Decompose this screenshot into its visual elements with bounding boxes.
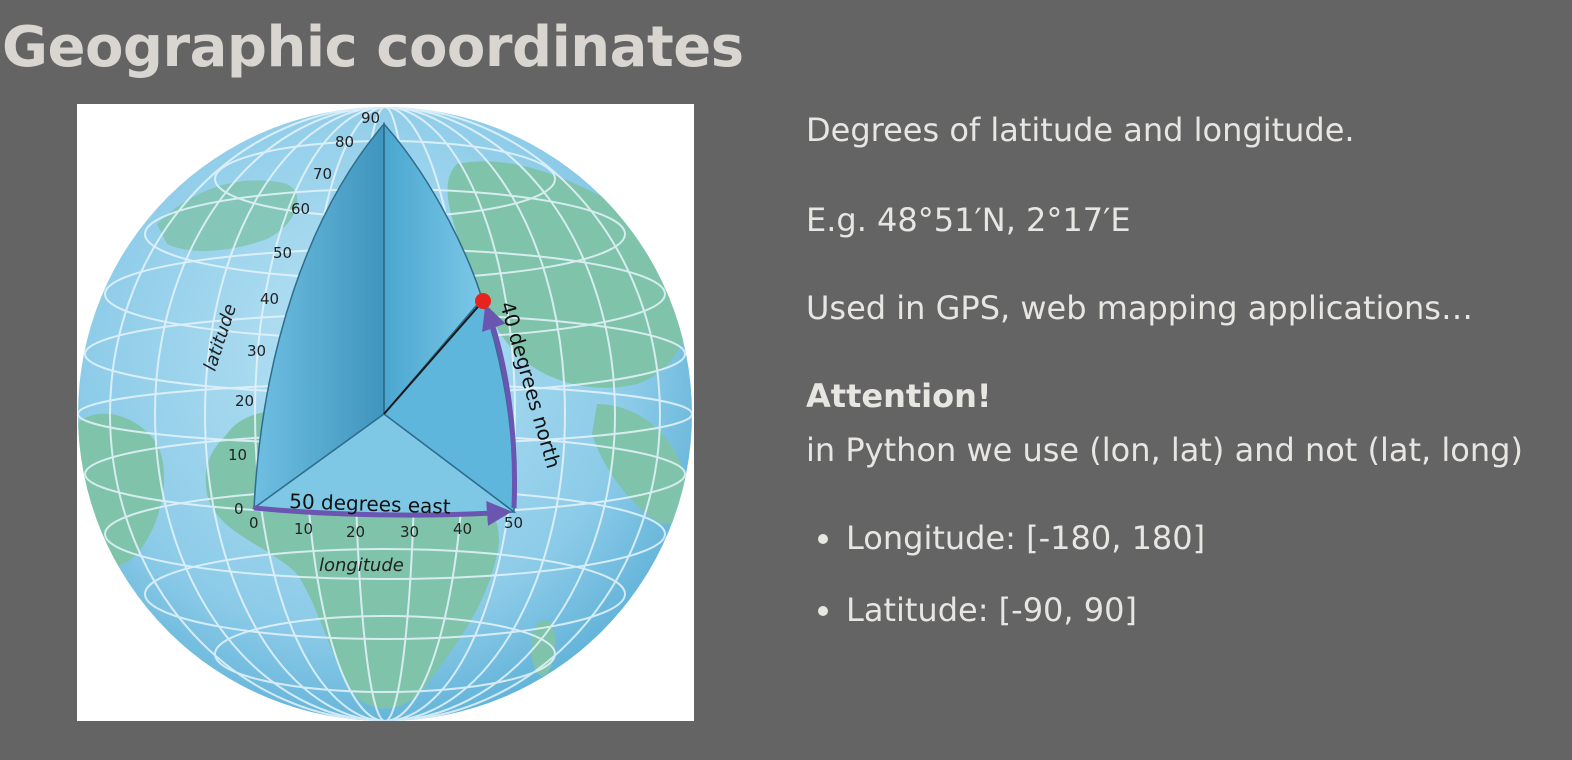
lon-tick-20: 20 bbox=[346, 523, 365, 541]
lon-tick-40: 40 bbox=[453, 520, 472, 538]
longitude-axis-label: longitude bbox=[319, 555, 404, 576]
lat-tick-90: 90 bbox=[361, 109, 380, 127]
north-land bbox=[157, 180, 298, 251]
north-arrow bbox=[482, 304, 518, 509]
lat-tick-60: 60 bbox=[291, 200, 310, 218]
lon-tick-30: 30 bbox=[400, 523, 419, 541]
lat-tick-40: 40 bbox=[260, 290, 279, 308]
lat-tick-0: 0 bbox=[234, 500, 244, 518]
east-arrow-label: 50 degrees east bbox=[289, 489, 451, 519]
globe-figure: 90 80 70 60 50 40 30 20 10 0 0 10 20 30 … bbox=[77, 104, 694, 721]
lat-tick-70: 70 bbox=[313, 165, 332, 183]
lat-tick-10: 10 bbox=[228, 446, 247, 464]
list-item-longitude: Longitude: [-180, 180] bbox=[817, 514, 1205, 562]
slide-title: Geographic coordinates bbox=[2, 15, 744, 80]
radius-line bbox=[383, 300, 484, 415]
lat-tick-50: 50 bbox=[273, 244, 292, 262]
coordinate-wedge bbox=[251, 121, 517, 515]
east-arrow bbox=[253, 500, 512, 526]
usage-description: Used in GPS, web mapping applications… bbox=[806, 289, 1473, 327]
example-coordinates: E.g. 48°51′N, 2°17′E bbox=[806, 201, 1131, 239]
lat-tick-30: 30 bbox=[247, 342, 266, 360]
list-item-latitude: Latitude: [-90, 90] bbox=[817, 586, 1205, 634]
python-order-note: in Python we use (lon, lat) and not (lat… bbox=[806, 431, 1523, 469]
latlon-description: Degrees of latitude and longitude. bbox=[806, 111, 1355, 149]
lat-tick-80: 80 bbox=[335, 133, 354, 151]
attention-heading: Attention! bbox=[806, 377, 992, 415]
lat-tick-20: 20 bbox=[235, 392, 254, 410]
range-list: Longitude: [-180, 180] Latitude: [-90, 9… bbox=[806, 514, 1205, 658]
latitude-ticks: 90 80 70 60 50 40 30 20 10 0 bbox=[228, 109, 380, 518]
location-point bbox=[475, 293, 491, 309]
globe-diagram: 90 80 70 60 50 40 30 20 10 0 0 10 20 30 … bbox=[78, 107, 692, 721]
longitude-ticks: 0 10 20 30 40 50 bbox=[249, 514, 523, 541]
wedge-left-face bbox=[253, 121, 385, 510]
madagascar-land bbox=[531, 620, 556, 677]
lon-tick-0: 0 bbox=[249, 514, 259, 532]
lon-tick-50: 50 bbox=[504, 514, 523, 532]
lon-tick-10: 10 bbox=[294, 520, 313, 538]
